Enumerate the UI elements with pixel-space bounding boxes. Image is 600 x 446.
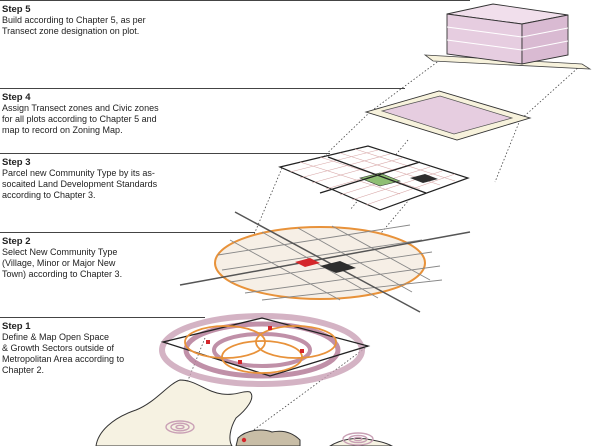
parcel-grid xyxy=(278,145,470,211)
step-2-line-1: Select New Community Type xyxy=(2,247,118,257)
green-civic-plot xyxy=(359,172,401,187)
step-1-line-3: Metropolitan Area according to xyxy=(2,354,125,364)
dark-plot-2 xyxy=(320,261,356,273)
step-4-block: Step 4 Assign Transect zones and Civic z… xyxy=(2,92,172,136)
step-4-line-2: for all plots according to Chapter 5 and xyxy=(2,114,157,124)
step-1-line-4: Chapter 2. xyxy=(2,365,45,375)
step-3-title: Step 3 xyxy=(2,157,31,168)
step-3-block: Step 3 Parcel new Community Type by its … xyxy=(2,157,172,201)
step-4-title: Step 4 xyxy=(2,92,31,103)
community-type-ring xyxy=(179,211,471,313)
step-5-block: Step 5 Build according to Chapter 5, as … xyxy=(2,4,172,37)
step-4-line-3: map to record on Zoning Map. xyxy=(2,125,123,135)
step-2-title: Step 2 xyxy=(2,236,31,247)
step-1-block: Step 1 Define & Map Open Space & Growth … xyxy=(2,321,172,376)
step-3-line-1: Parcel new Community Type by its as- xyxy=(2,168,155,178)
step-5-line-2: Transect zone designation on plot. xyxy=(2,26,140,36)
building-side-face xyxy=(521,14,569,65)
step-1-line-1: Define & Map Open Space xyxy=(2,332,110,342)
step-5-line-1: Build according to Chapter 5, as per xyxy=(2,15,146,25)
step-1-line-2: & Growth Sectors outside of xyxy=(2,343,115,353)
step-5-title: Step 5 xyxy=(2,4,31,15)
step-1-title: Step 1 xyxy=(2,321,31,332)
step-4-line-1: Assign Transect zones and Civic zones xyxy=(2,103,159,113)
building-on-plot xyxy=(423,3,592,70)
step-2-line-2: (Village, Minor or Major New xyxy=(2,258,116,268)
growth-sectors-map xyxy=(159,313,371,387)
step-2-block: Step 2 Select New Community Type (Villag… xyxy=(2,236,172,280)
dark-plot xyxy=(410,174,438,183)
step-3-line-3: according to Chapter 3. xyxy=(2,190,96,200)
red-plot xyxy=(295,258,320,267)
step-3-line-2: socaited Land Development Standards xyxy=(2,179,158,189)
regional-map xyxy=(95,379,394,446)
step-2-line-3: Town) according to Chapter 3. xyxy=(2,269,123,279)
transect-zone-plot xyxy=(364,90,532,141)
step-dividers xyxy=(0,0,470,318)
